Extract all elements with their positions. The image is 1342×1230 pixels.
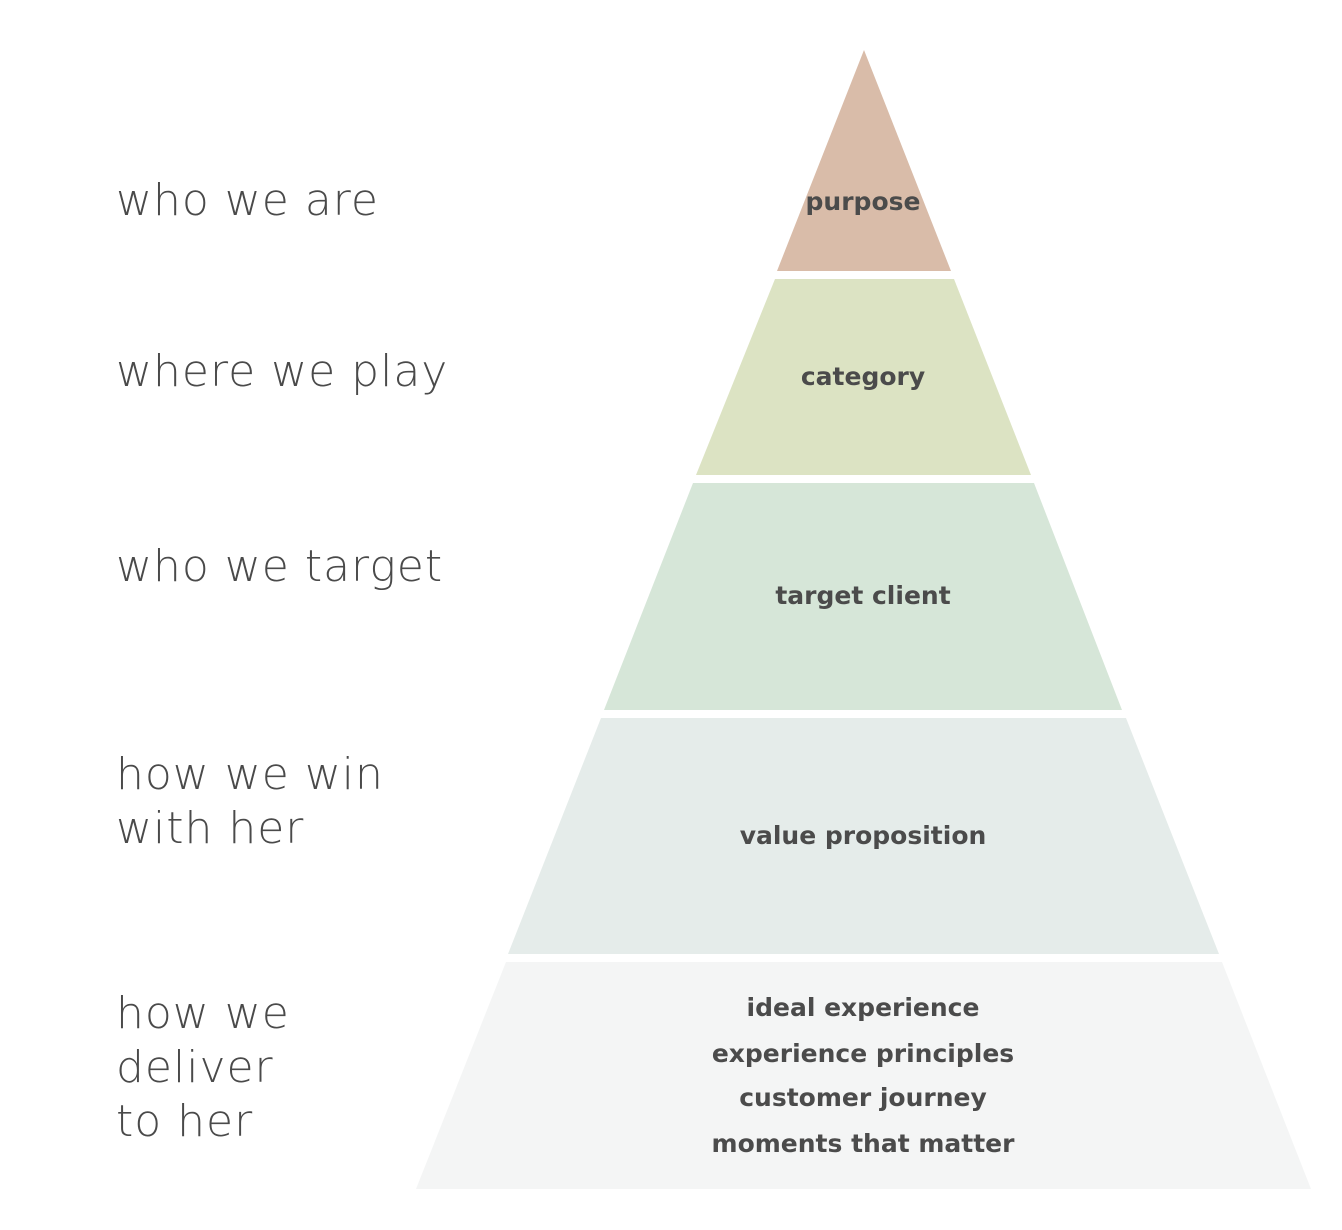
label-line: who we are [116,175,379,226]
tier-label-target-client: target client [775,581,950,610]
tier-label-ideal-experience: ideal experience [747,993,980,1022]
label-line: how we [116,988,290,1039]
label-line: to her [116,1096,254,1147]
label-how-we-win-with-her: how we win with her [116,748,384,856]
label-how-we-deliver-to-her: how we deliver to her [116,987,290,1149]
label-where-we-play: where we play [116,345,448,399]
tier-purpose [777,50,951,271]
label-who-we-are: who we are [116,174,379,228]
tier-experience [416,962,1311,1189]
tier-label-customer-journey: customer journey [739,1083,987,1112]
tier-label-purpose: purpose [806,187,921,216]
tier-value-proposition [508,718,1219,954]
label-line: where we play [116,346,449,397]
label-line: deliver [116,1042,274,1093]
tier-label-value-proposition: value proposition [740,821,987,850]
label-line: with her [116,803,305,854]
tier-label-moments-that-matter: moments that matter [712,1129,1016,1158]
label-line: who we target [116,541,444,592]
tier-label-experience-principles: experience principles [712,1039,1014,1068]
tier-target-client [604,483,1122,710]
label-who-we-target: who we target [116,540,443,594]
tier-label-category: category [801,362,925,391]
label-line: how we win [116,749,384,800]
tier-category [696,279,1031,475]
